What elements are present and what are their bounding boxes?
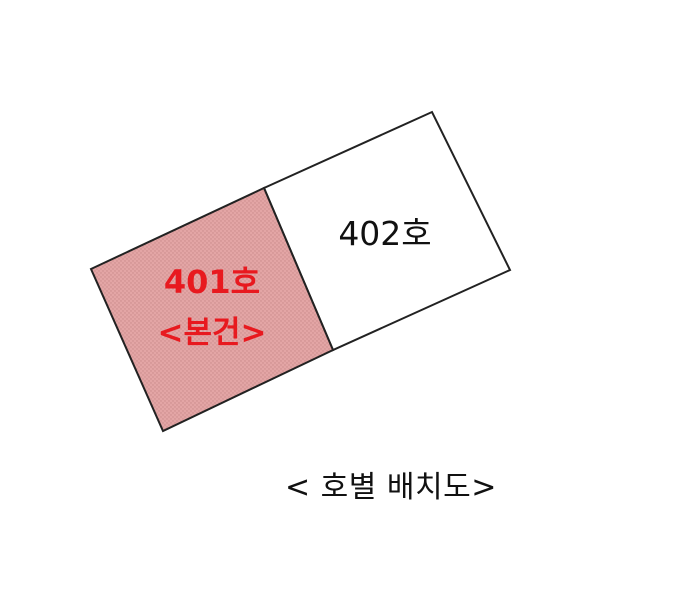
diagram-caption: < 호별 배치도> [285,470,497,505]
unit-401-note: <본건> [158,315,267,351]
unit-401-number: 401호 [164,263,260,301]
unit-402-number: 402호 [338,214,431,253]
unit-401-outline [89,186,335,433]
